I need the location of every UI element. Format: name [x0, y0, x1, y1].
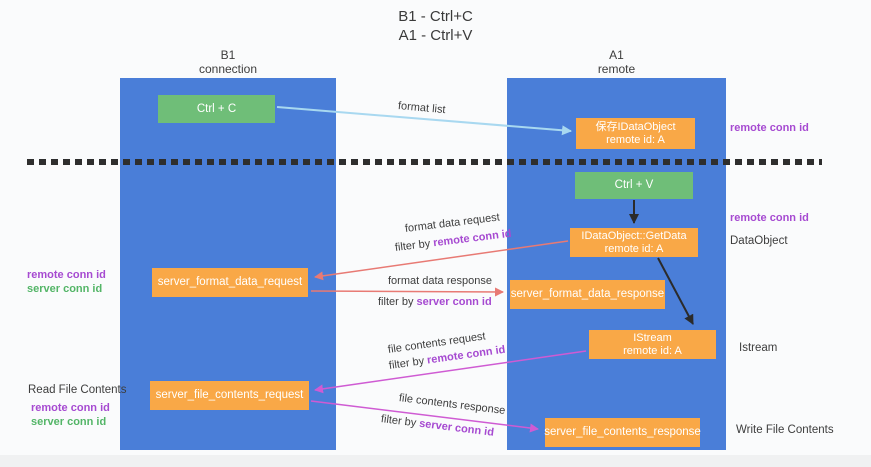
margin-label-remote-conn-id-mid: remote conn id — [730, 212, 809, 224]
format-list-text: format list — [397, 100, 447, 117]
istream-text: Istream — [739, 342, 778, 354]
margin-label-write-file-contents: Write File Contents — [736, 424, 834, 436]
node-istream: IStream remote id: A — [589, 330, 716, 359]
lane-header-a1: A1 remote — [507, 48, 726, 76]
margin-label-remote-conn-id-top: remote conn id — [730, 122, 809, 134]
node-save-idataobject-line1: 保存IDataObject — [595, 120, 676, 133]
file-contents-response-text: file contents response — [398, 392, 506, 417]
margin-label-dataobject: DataObject — [730, 235, 788, 247]
node-ctrl-c: Ctrl + C — [158, 95, 275, 123]
node-ctrl-v: Ctrl + V — [575, 172, 693, 199]
margin-label-conn-ids-bottom: remote conn id server conn id — [31, 401, 110, 429]
format-data-response-text: format data response — [388, 275, 492, 287]
server-conn-id-text: server conn id — [27, 283, 103, 295]
server-conn-id-text: server conn id — [418, 417, 495, 439]
node-server-file-contents-request: server_file_contents_request — [150, 381, 309, 410]
phase-separator-dashed-line — [27, 159, 822, 165]
node-server-format-data-response: server_format_data_response — [510, 280, 665, 309]
edge-label-filter-server-2: filter by server conn id — [380, 413, 494, 439]
server-conn-id-text: server conn id — [31, 416, 107, 428]
node-server-file-contents-request-label: server_file_contents_request — [155, 389, 304, 401]
filter-by-text: filter by — [380, 413, 420, 430]
node-ctrl-c-label: Ctrl + C — [196, 102, 237, 115]
node-server-format-data-request: server_format_data_request — [152, 268, 308, 297]
write-file-contents-text: Write File Contents — [736, 424, 834, 436]
read-file-contents-text: Read File Contents — [28, 384, 127, 396]
node-istream-line2: remote id: A — [623, 344, 682, 357]
filter-by-text: filter by — [388, 354, 428, 372]
bottom-band — [0, 455, 871, 467]
arrow-format-data-response — [310, 287, 504, 297]
title-line-2: A1 - Ctrl+V — [398, 27, 473, 44]
remote-conn-id-text: remote conn id — [730, 122, 809, 134]
edge-label-file-contents-response: file contents response — [398, 392, 506, 417]
node-istream-line1: IStream — [633, 331, 672, 344]
node-server-format-data-response-label: server_format_data_response — [510, 288, 665, 300]
margin-label-istream: Istream — [739, 342, 777, 354]
margin-label-read-file-contents: Read File Contents — [28, 384, 126, 396]
diagram-title: B1 - Ctrl+C A1 - Ctrl+V — [0, 7, 871, 45]
remote-conn-id-text: remote conn id — [730, 212, 809, 224]
node-idataobject-getdata: IDataObject::GetData remote id: A — [570, 228, 698, 257]
edge-label-format-list: format list — [397, 100, 446, 116]
node-getdata-line2: remote id: A — [604, 242, 664, 255]
dataobject-text: DataObject — [730, 235, 788, 247]
server-conn-id-text: server conn id — [416, 296, 492, 308]
lane-a1-role: remote — [597, 62, 636, 76]
margin-label-conn-ids-mid: remote conn id server conn id — [27, 268, 106, 296]
lane-a1-name: A1 — [609, 48, 624, 62]
node-server-file-contents-response: server_file_contents_response — [544, 418, 701, 447]
remote-conn-id-text: remote conn id — [432, 227, 513, 250]
node-server-format-data-request-label: server_format_data_request — [157, 276, 303, 288]
title-line-1: B1 - Ctrl+C — [398, 8, 473, 25]
node-ctrl-v-label: Ctrl + V — [614, 179, 654, 191]
node-save-idataobject-line2: remote id: A — [606, 133, 665, 146]
edge-label-format-data-response: format data response — [388, 275, 492, 287]
remote-conn-id-text: remote conn id — [31, 402, 110, 414]
remote-conn-id-text: remote conn id — [27, 269, 106, 281]
node-getdata-line1: IDataObject::GetData — [581, 229, 687, 242]
node-server-file-contents-response-label: server_file_contents_response — [544, 426, 701, 438]
lane-header-b1: B1 connection — [120, 48, 336, 76]
lane-b1-name: B1 — [220, 48, 236, 62]
edge-label-filter-server-1: filter by server conn id — [378, 296, 492, 308]
filter-by-text: filter by — [378, 296, 417, 308]
filter-by-text: filter by — [394, 237, 434, 254]
node-save-idataobject: 保存IDataObject remote id: A — [576, 118, 695, 149]
lane-b1-role: connection — [198, 62, 258, 76]
